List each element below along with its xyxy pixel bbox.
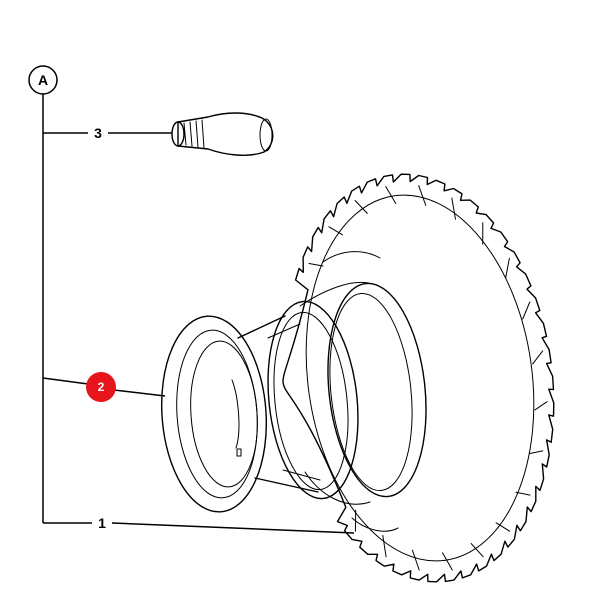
- tread-block: [328, 226, 343, 236]
- tread-block: [382, 535, 387, 558]
- valve-stem-icon[interactable]: [171, 112, 274, 156]
- callout-1[interactable]: 1: [98, 515, 106, 531]
- wheel-rim-icon[interactable]: [155, 297, 367, 515]
- tread-block: [528, 450, 544, 455]
- tread-block: [534, 401, 548, 411]
- tread-block: [522, 301, 531, 320]
- tyre-icon[interactable]: [282, 173, 556, 583]
- tread-block: [532, 350, 544, 365]
- tread-block: [411, 549, 420, 571]
- tread-block: [354, 200, 368, 214]
- callout-2[interactable]: 2: [98, 380, 105, 394]
- tread-block: [495, 522, 511, 532]
- tread-block: [418, 185, 427, 206]
- tread-block: [515, 491, 531, 496]
- tread-block: [505, 257, 510, 279]
- tread-block: [470, 543, 484, 558]
- tread-block: [308, 263, 324, 267]
- callout-2-hotspot[interactable]: 2: [86, 372, 116, 402]
- leader-lines: [42, 94, 355, 534]
- callout-3[interactable]: 3: [94, 125, 102, 141]
- tread-blocks: [308, 185, 548, 571]
- group-label-a: A: [28, 65, 58, 95]
- tread-block: [385, 186, 397, 204]
- tread-block: [451, 197, 456, 220]
- group-label-text: A: [38, 72, 48, 88]
- tread-block: [442, 552, 453, 571]
